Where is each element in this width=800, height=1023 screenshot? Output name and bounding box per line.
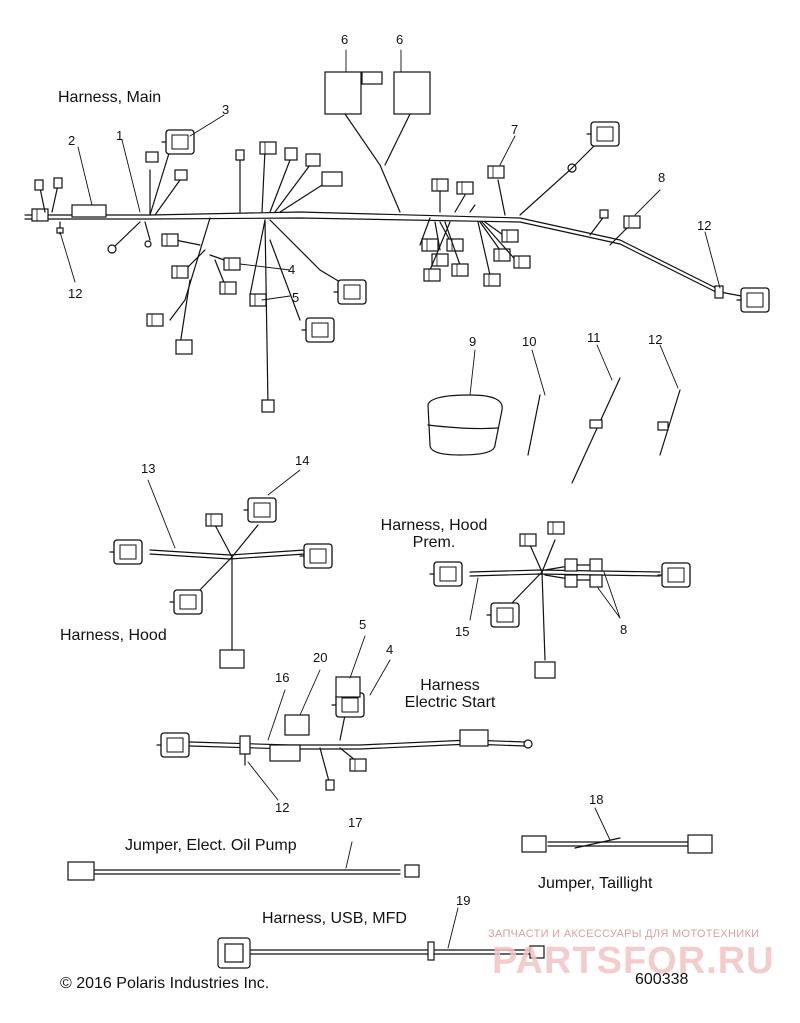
- label-harness-hood-prem-line1: Harness, Hood: [380, 517, 488, 534]
- copyright-text: © 2016 Polaris Industries Inc.: [60, 975, 270, 992]
- callout-3: 3: [222, 102, 230, 117]
- jumper-taillight-drawing: [521, 807, 713, 854]
- harness-main-drawing: [24, 71, 770, 413]
- label-jumper-taillight: Jumper, Taillight: [538, 875, 653, 892]
- callout-6a: 6: [341, 32, 349, 47]
- callout-8b: 8: [620, 622, 628, 637]
- label-harness-electric-start-line2: Electric Start: [404, 693, 496, 711]
- jumper-oil-pump-drawing: [67, 841, 420, 881]
- label-harness-hood: Harness, Hood: [60, 627, 167, 644]
- callout-14: 14: [295, 453, 310, 468]
- callout-4b: 4: [386, 642, 394, 657]
- label-harness-electric-start-line1: Harness: [420, 677, 480, 694]
- harness-hood-prem-drawing: [429, 521, 691, 679]
- callout-6b: 6: [396, 32, 404, 47]
- callout-17: 17: [348, 815, 363, 830]
- loose-parts-drawing: [427, 344, 681, 484]
- callout-12b: 12: [68, 286, 83, 301]
- harness-electric-start-drawing: [156, 635, 533, 801]
- callout-19: 19: [456, 893, 471, 908]
- label-jumper-oil-pump: Jumper, Elect. Oil Pump: [125, 837, 297, 854]
- callout-8a: 8: [658, 170, 666, 185]
- label-harness-electric-start: Harness Electric Start: [395, 677, 505, 712]
- label-harness-hood-prem: Harness, Hood Prem.: [372, 517, 496, 552]
- callout-20: 20: [313, 650, 328, 665]
- label-harness-usb-mfd: Harness, USB, MFD: [262, 910, 407, 927]
- callout-7: 7: [511, 122, 519, 137]
- callout-2: 2: [68, 133, 76, 148]
- watermark-logo: PARTSFOR.RU: [492, 940, 775, 982]
- callout-5a: 5: [292, 290, 300, 305]
- callout-10: 10: [522, 334, 537, 349]
- callout-4a: 4: [288, 262, 296, 277]
- callout-16: 16: [275, 670, 290, 685]
- label-harness-main: Harness, Main: [58, 89, 162, 106]
- diagram-id: 600338: [635, 971, 689, 988]
- callout-18: 18: [589, 792, 604, 807]
- callout-13: 13: [141, 461, 156, 476]
- callout-5b: 5: [359, 617, 367, 632]
- leader-lines-main: [59, 49, 721, 301]
- harness-usb-mfd-drawing: [217, 907, 545, 969]
- callout-9: 9: [469, 334, 477, 349]
- callout-12c: 12: [648, 332, 663, 347]
- callout-1: 1: [116, 128, 124, 143]
- label-harness-hood-prem-line2: Prem.: [412, 533, 456, 551]
- callout-12d: 12: [275, 800, 290, 815]
- callout-12a: 12: [697, 218, 712, 233]
- callout-15: 15: [455, 624, 470, 639]
- callout-11: 11: [587, 330, 601, 345]
- harness-hood-drawing: [109, 469, 333, 669]
- watermark-tagline: ЗАПЧАСТИ И АКСЕССУАРЫ ДЛЯ МОТОТЕХНИКИ: [488, 928, 760, 940]
